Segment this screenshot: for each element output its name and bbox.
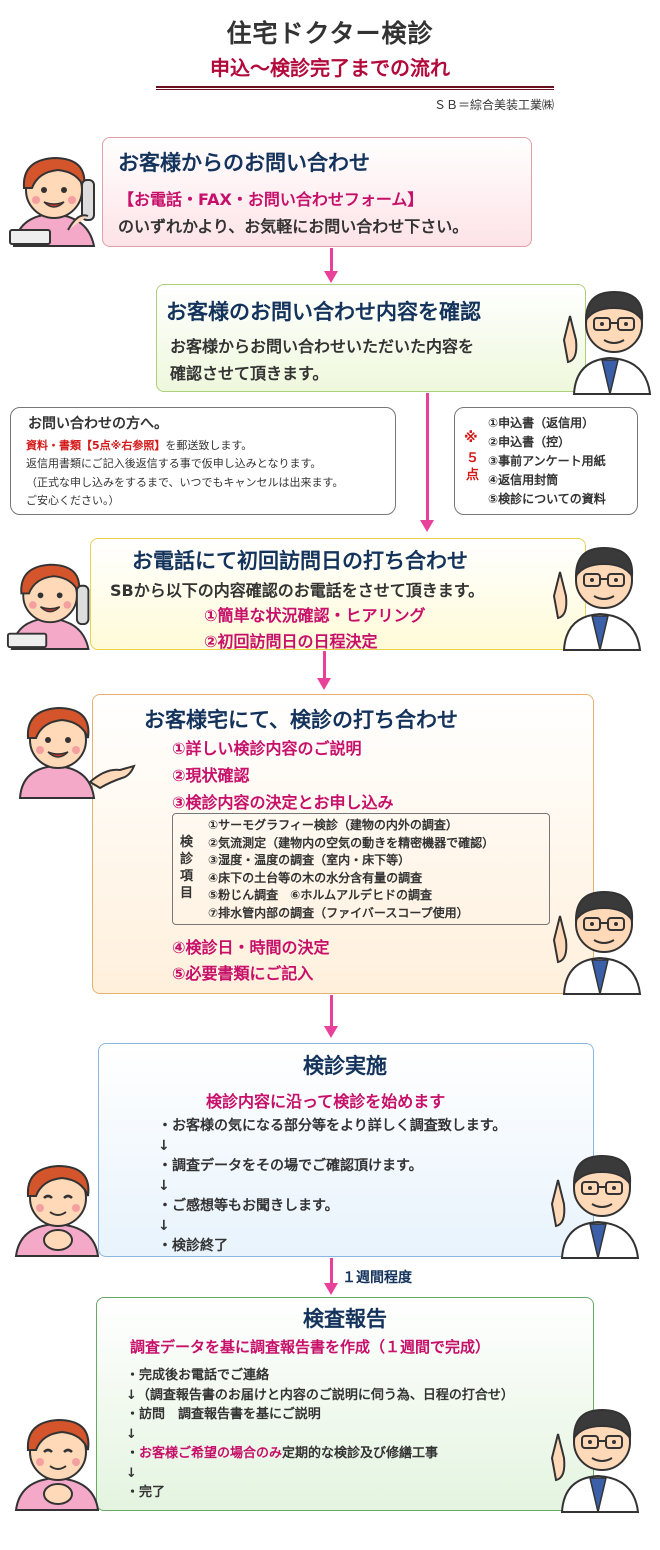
flow-arrow-2 <box>426 393 429 521</box>
step4-title: お客様宅にて、検診の打ち合わせ <box>144 708 458 732</box>
step4-item-5: ⑤必要書類にご記入 <box>172 964 314 983</box>
customer-phone-illustration <box>6 563 90 650</box>
step4-box <box>92 694 594 994</box>
doctor-illustration <box>552 890 642 995</box>
step5-line: ↓ <box>158 1138 170 1154</box>
flow-arrow-3 <box>323 651 326 679</box>
doctor-illustration <box>550 1154 640 1259</box>
doctor-illustration <box>550 1408 640 1513</box>
step4-item-2: ②現状確認 <box>172 766 250 785</box>
inquiry-info-line3: （正式な申し込みをするまで、いつでもキャンセルは出来ます。 <box>26 476 344 489</box>
inquiry-info-line4: ご安心ください。） <box>26 494 120 507</box>
document-item: ③事前アンケート用紙 <box>488 454 606 468</box>
step6-subtitle: 調査データを基に調査報告書を作成（１週間で完成） <box>130 1338 491 1356</box>
step5-line: ↓ <box>158 1218 170 1234</box>
step5-line: ・お客様の気になる部分等をより詳しく調査致します。 <box>158 1118 507 1134</box>
exam-item: ⑦排水管内部の調査（ファイバースコープ使用） <box>208 905 469 920</box>
step6-line: ↓ <box>126 1465 137 1481</box>
documents-box <box>454 407 638 515</box>
step6-title: 検査報告 <box>303 1307 387 1331</box>
document-item: ②申込書（控） <box>488 435 571 449</box>
step3-item-2: ②初回訪問日の日程決定 <box>204 632 378 651</box>
step3-item-1: ①簡単な状況確認・ヒアリング <box>204 606 426 625</box>
inquiry-info-line2: 返信用書類にご記入後返信する事で仮申し込みとなります。 <box>26 457 322 470</box>
flow-arrow-5 <box>330 1258 333 1284</box>
flow-arrow-1 <box>330 248 333 272</box>
step6-line: ↓（調査報告書のお届けと内容のご説明に伺う為、日程の打合せ） <box>126 1387 514 1403</box>
page-title: 住宅ドクター検診 <box>226 19 434 48</box>
flow-arrow-1-head <box>324 271 338 283</box>
page-subtitle: 申込〜検診完了までの流れ <box>210 56 450 80</box>
doctor-illustration <box>562 290 652 395</box>
step3-text: SBから以下の内容確認のお電話をさせて頂きます。 <box>110 581 485 600</box>
step1-text: のいずれかより、お気軽にお問い合わせ下さい。 <box>118 217 469 236</box>
flow-arrow-3-head <box>317 678 331 690</box>
step5-lines: ・お客様の気になる部分等をより詳しく調査致します。 ↓ ・調査データをその場でご… <box>158 1116 506 1256</box>
step4-item-3: ③検診内容の決定とお申し込み <box>172 793 394 812</box>
step2-title: お客様のお問い合わせ内容を確認 <box>166 300 481 324</box>
step6-box <box>96 1297 594 1511</box>
exam-items-list: ①サーモグラフィー検診（建物の内外の調査） ②気流測定（建物内の空気の動きを精密… <box>208 817 494 922</box>
step3-title: お電話にて初回訪問日の打ち合わせ <box>132 549 468 573</box>
flow-arrow-2-head <box>420 520 434 532</box>
flow-arrow-4-head <box>324 1026 338 1038</box>
exam-items-box <box>172 813 550 925</box>
inquiry-info-box <box>10 407 396 515</box>
inquiry-info-heading: お問い合わせの方へ。 <box>28 416 168 432</box>
customer-listening-illustration <box>14 1418 100 1511</box>
step1-box <box>102 137 532 247</box>
document-item: ④返信用封筒 <box>488 473 559 487</box>
step5-line: ・調査データをその場でご確認頂けます。 <box>158 1158 423 1174</box>
step1-title: お客様からのお問い合わせ <box>118 151 370 175</box>
step4-item-1: ①詳しい検診内容のご説明 <box>172 739 362 758</box>
step2-line2: 確認させて頂きます。 <box>170 364 329 383</box>
documents-list: ①申込書（返信用） ②申込書（控） ③事前アンケート用紙 ④返信用封筒 ⑤検診に… <box>488 414 606 509</box>
exam-item: ⑤粉じん調査 ⑥ホルムアルデヒドの調査 <box>208 888 432 902</box>
abbreviation-note: ＳＢ＝綜合美装工業㈱ <box>433 98 554 112</box>
customer-pointing-illustration <box>18 706 136 799</box>
step5-line: ・検診終了 <box>158 1238 228 1254</box>
step5-box <box>98 1043 594 1257</box>
exam-items-label: 検 診 項 目 <box>180 835 194 901</box>
exam-item: ①サーモグラフィー検診（建物の内外の調査） <box>208 818 458 832</box>
step3-box <box>90 538 586 650</box>
exam-item: ②気流測定（建物内の空気の動きを精密機器で確認） <box>208 835 495 850</box>
step1-methods: 【お電話・FAX・お問い合わせフォーム】 <box>118 190 424 209</box>
exam-item: ③湿度・温度の調査（室内・床下等） <box>208 853 411 867</box>
step6-line: ・完了 <box>126 1485 166 1500</box>
customer-phone-illustration <box>9 156 96 247</box>
step5-title: 検診実施 <box>303 1054 387 1078</box>
step2-line1: お客様からお問い合わせいただいた内容を <box>170 337 475 356</box>
exam-item: ④床下の土台等の木の水分含有量の調査 <box>208 870 423 885</box>
document-item: ⑤検診についての資料 <box>488 492 606 506</box>
step6-line: ・訪問 調査報告書を基にご説明 <box>126 1407 321 1422</box>
step6-optional-note: お客様ご希望の場合のみ <box>139 1446 283 1461</box>
step6-line: ↓ <box>126 1426 137 1442</box>
title-divider <box>156 86 554 90</box>
documents-unit: 点 <box>466 468 480 483</box>
inquiry-info-mail: を郵送致します。 <box>165 439 253 452</box>
step5-line: ↓ <box>158 1178 170 1194</box>
step5-subtitle: 検診内容に沿って検診を始めます <box>206 1092 446 1111</box>
step6-line: ・完成後お電話でご連絡 <box>126 1368 270 1383</box>
flow-arrow-5-head <box>324 1283 338 1295</box>
customer-listening-illustration <box>14 1164 100 1257</box>
flow-arrow-4 <box>330 995 333 1027</box>
step2-box <box>156 284 586 392</box>
inquiry-info-docs-ref: 資料・書類【5点※右参照】 <box>26 439 166 452</box>
step5-line: ・ご感想等もお聞きします。 <box>158 1198 339 1214</box>
document-item: ①申込書（返信用） <box>488 416 595 430</box>
inquiry-info-line1: 資料・書類【5点※右参照】を郵送致します。 <box>26 437 252 453</box>
doctor-illustration <box>552 546 642 651</box>
documents-mark: ※ <box>464 430 478 446</box>
step6-lines: ・完成後お電話でご連絡 ↓（調査報告書のお届けと内容のご説明に伺う為、日程の打合… <box>126 1366 514 1503</box>
step4-item-4: ④検診日・時間の決定 <box>172 938 330 957</box>
interval-label: １週間程度 <box>342 1270 412 1286</box>
step6-line: ・お客様ご希望の場合のみ定期的な検診及び修繕工事 <box>126 1446 439 1461</box>
documents-count: ５ <box>466 451 480 466</box>
